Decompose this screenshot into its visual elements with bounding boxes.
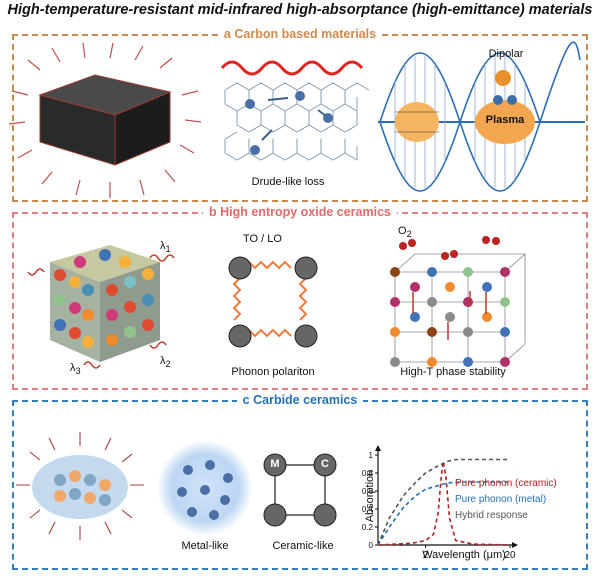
metal-like-label: Metal-like xyxy=(175,540,235,552)
ceramic-like-label: Ceramic-like xyxy=(268,540,338,552)
y-axis-arrow xyxy=(375,445,381,451)
legend-entry: Hybrid response xyxy=(455,510,528,521)
legend-entry: Pure phonon (ceramic) xyxy=(455,478,557,489)
atom-m: M xyxy=(268,458,282,470)
x-axis-label: Wavelength (μm) xyxy=(394,549,534,561)
atom-c: C xyxy=(318,458,332,470)
legend-entry: Pure phonon (metal) xyxy=(455,494,546,505)
carbide-cloud xyxy=(32,455,128,519)
y-axis-label: Absorption xyxy=(364,466,376,526)
y-tick-label: 1 xyxy=(369,451,374,460)
x-axis-arrow xyxy=(512,542,518,548)
y-tick-label: 0 xyxy=(369,541,374,550)
